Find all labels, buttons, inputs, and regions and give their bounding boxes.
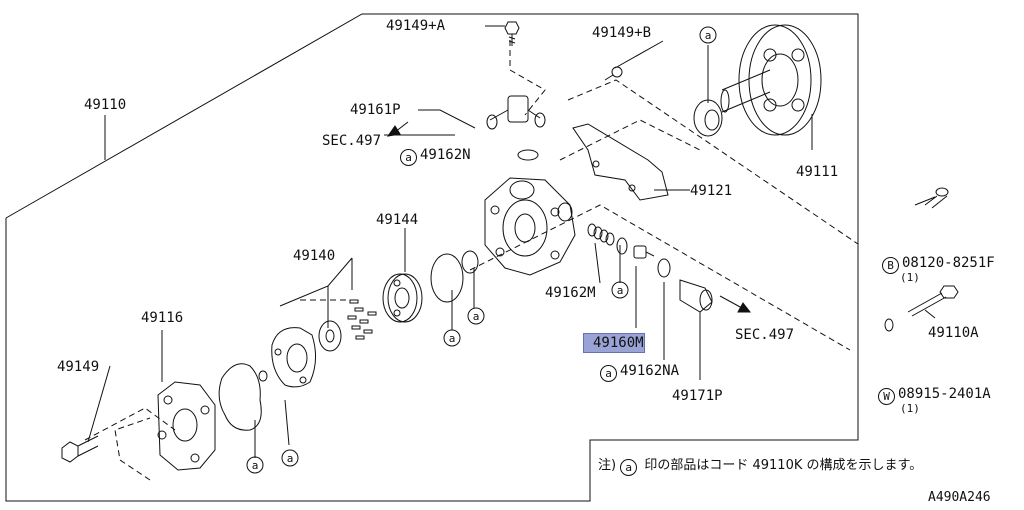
camring-49144 (383, 274, 422, 322)
oring-valve (617, 238, 627, 254)
marker-circles (247, 27, 716, 473)
pressure-plate (272, 328, 316, 387)
washer-08915 (885, 319, 893, 331)
label-49160m[interactable]: 49160M (593, 335, 644, 351)
svg-text:a: a (473, 310, 480, 323)
footnote: 注) a 印の部品はコード 49110K の構成を示します。 (598, 458, 923, 476)
connector-49171p (680, 280, 712, 312)
b-marker-icon: B (882, 257, 899, 274)
union-49161p (487, 96, 545, 129)
cover-49116 (158, 382, 215, 470)
bolt-49110a (908, 286, 958, 316)
label-49116[interactable]: 49116 (141, 310, 184, 326)
marker-icon: a (620, 459, 638, 476)
svg-text:a: a (449, 332, 456, 345)
svg-text:a: a (617, 284, 624, 297)
qty-08915: (1) (900, 402, 920, 415)
label-49110[interactable]: 49110 (84, 97, 127, 113)
small-oring (259, 371, 267, 381)
screw-49149b (605, 67, 622, 80)
label-49162m[interactable]: 49162M (545, 285, 596, 301)
qty-08120: (1) (900, 271, 920, 284)
diagram-code: A490A246 (928, 490, 991, 505)
oring-49162n (518, 150, 538, 160)
marker-icon: a (600, 365, 617, 382)
pulley-49111 (721, 25, 821, 135)
spring-49162m (588, 224, 614, 245)
bolt-49149 (62, 436, 98, 462)
bolt-08120 (925, 188, 948, 208)
label-49149b[interactable]: 49149+B (592, 25, 652, 41)
gasket-rear (219, 364, 261, 430)
label-49161p[interactable]: 49161P (350, 102, 401, 118)
oring-49162na (658, 259, 670, 277)
assembly-frame (6, 14, 858, 501)
label-49149[interactable]: 49149 (57, 359, 100, 375)
label-49110a[interactable]: 49110A (928, 325, 979, 341)
label-49111[interactable]: 49111 (796, 164, 839, 180)
label-49171p[interactable]: 49171P (672, 388, 723, 404)
label-49121[interactable]: 49121 (690, 183, 733, 199)
bracket-49121 (573, 124, 668, 200)
marker-label: a (705, 29, 712, 42)
gasket-large (431, 254, 463, 302)
label-sec497-top[interactable]: SEC.497 (322, 133, 382, 149)
label-sec497-right[interactable]: SEC.497 (735, 327, 795, 343)
valve-49160m (634, 246, 654, 258)
pump-body (485, 178, 575, 275)
w-marker-icon: W (878, 388, 895, 405)
bolt-49149a (505, 22, 519, 46)
rotor-49140 (319, 300, 376, 351)
dashed-guides (85, 40, 858, 480)
label-49149a[interactable]: 49149+A (386, 18, 446, 34)
label-49140[interactable]: 49140 (293, 248, 336, 264)
marker-icon: a (400, 149, 417, 166)
leader-lines (88, 26, 935, 458)
highlight-49160m (583, 333, 645, 353)
svg-text:a: a (252, 459, 259, 472)
gasket-small (462, 251, 478, 273)
seal-ring (694, 100, 722, 136)
svg-text:a: a (287, 452, 294, 465)
sec-arrows (388, 122, 750, 312)
label-49144[interactable]: 49144 (376, 212, 419, 228)
